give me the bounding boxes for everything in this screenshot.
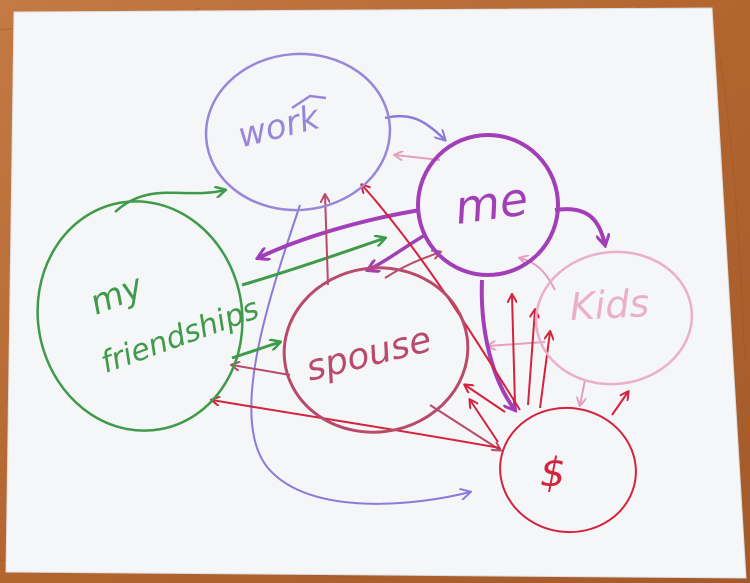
arrow-money-to-me-b bbox=[512, 295, 515, 406]
money-circle bbox=[499, 406, 637, 534]
work-underline-squiggle bbox=[291, 94, 327, 110]
arrow-spouse-to-friendships bbox=[232, 365, 291, 376]
arrow-money-to-spouse-a bbox=[465, 385, 506, 413]
spouse-circle bbox=[282, 266, 470, 434]
arrow-work-to-money bbox=[250, 204, 470, 505]
work-circle bbox=[204, 52, 392, 212]
kids-label: Kids bbox=[569, 281, 651, 329]
arrow-kids-to-spouse bbox=[488, 342, 546, 346]
arrow-spouse-to-money bbox=[429, 404, 500, 450]
arrow-spouse-to-work bbox=[325, 195, 328, 286]
money-label: $ bbox=[540, 450, 565, 496]
arrow-work-to-me bbox=[384, 114, 445, 140]
arrow-money-to-kids-b bbox=[539, 332, 550, 409]
arrow-me-to-money bbox=[479, 279, 515, 410]
arrow-kids-to-money bbox=[580, 379, 585, 405]
arrow-friendships-to-work bbox=[114, 190, 225, 213]
arrow-me-to-friendships bbox=[258, 208, 421, 258]
me-circle bbox=[416, 133, 560, 277]
arrow-money-to-spouse-b bbox=[470, 400, 499, 443]
me-label: me bbox=[451, 171, 531, 235]
arrow-me-to-kids bbox=[554, 207, 605, 245]
arrow-money-to-kids-a bbox=[527, 310, 535, 406]
arrow-money-to-kids-c bbox=[611, 392, 628, 416]
friendships-circle bbox=[36, 200, 244, 432]
arrow-friendships-to-spouse bbox=[231, 342, 280, 360]
arrow-friendships-to-me bbox=[241, 238, 385, 287]
kids-circle bbox=[534, 250, 694, 386]
arrow-kids-to-me bbox=[520, 258, 556, 291]
arrow-money-to-friendships bbox=[212, 400, 501, 449]
paper-sheet bbox=[5, 7, 747, 579]
